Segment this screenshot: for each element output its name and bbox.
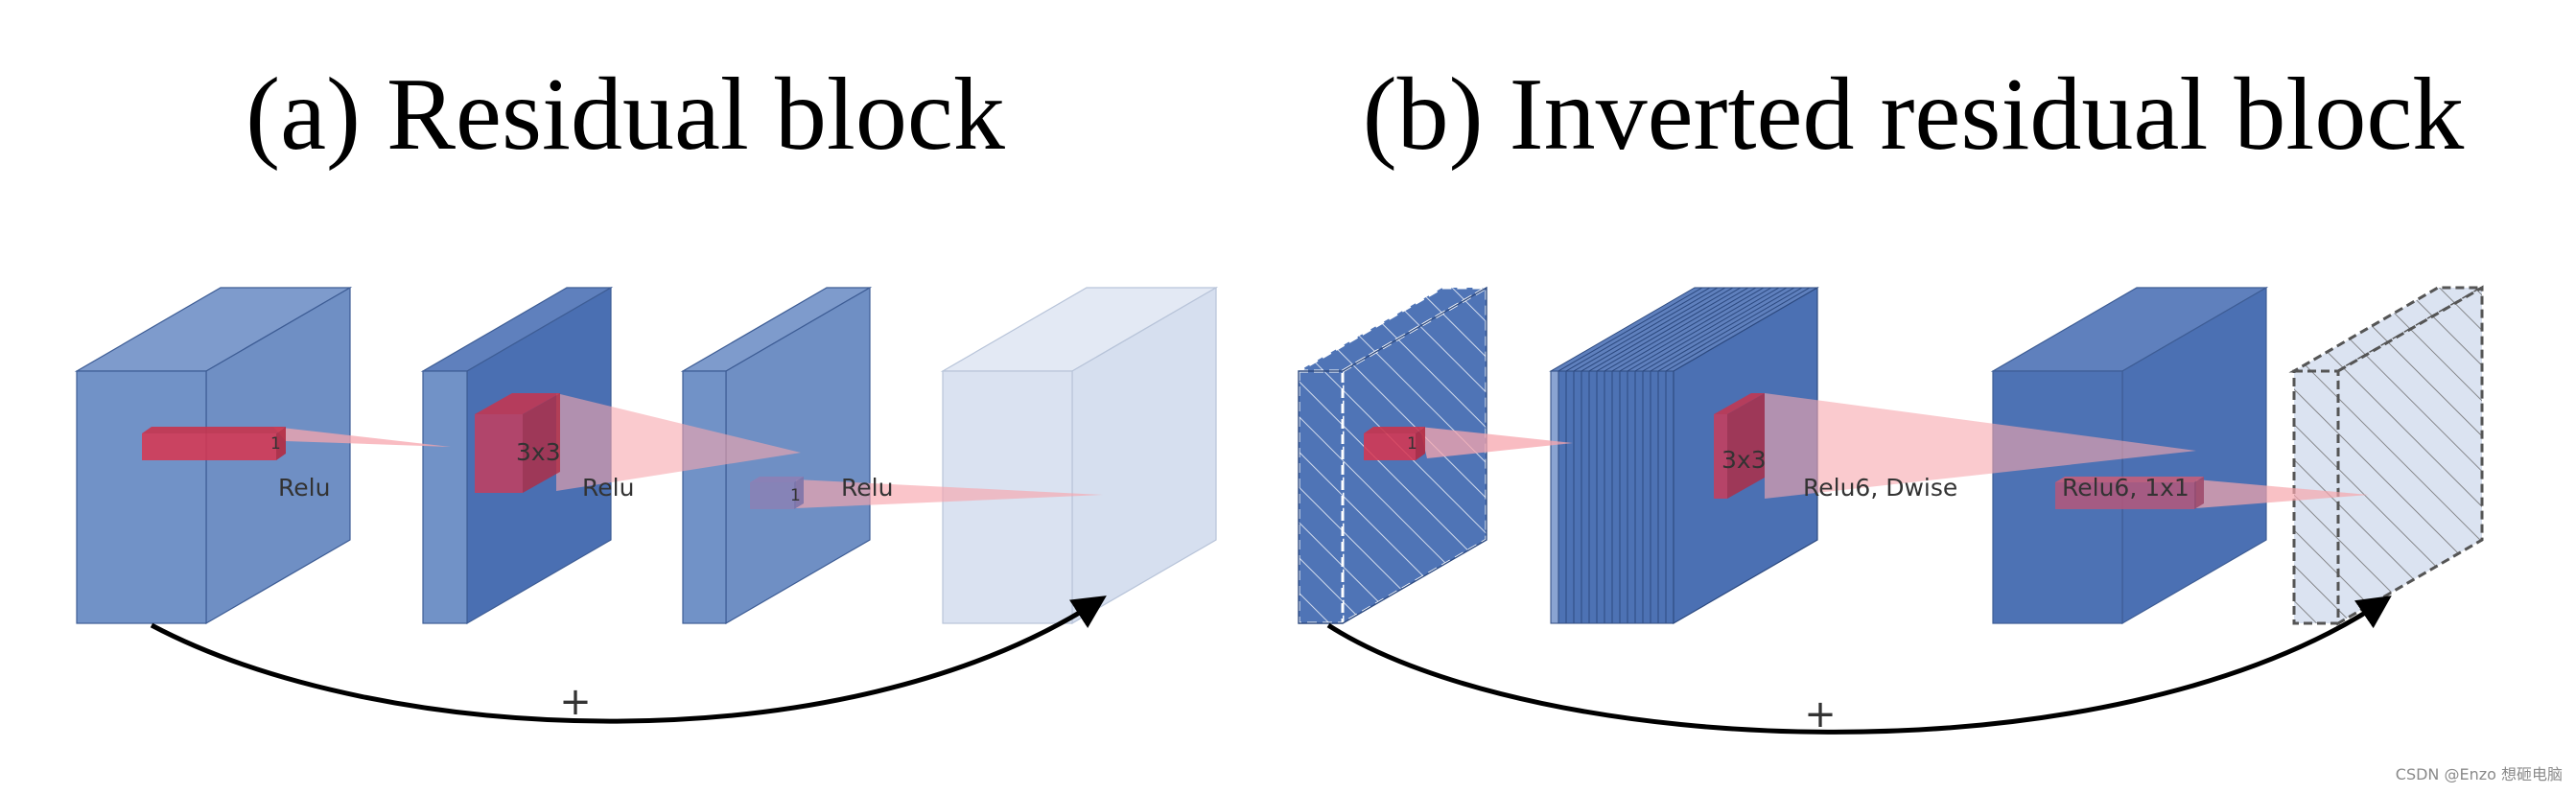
residual-activation-label-3: Relu bbox=[841, 474, 893, 502]
expanded-slice-front bbox=[1573, 370, 1582, 624]
expanded-slice-front bbox=[1650, 370, 1659, 624]
expanded-slice-front bbox=[1596, 370, 1605, 624]
residual-kernel-1x1-first bbox=[142, 427, 286, 460]
residual-skip-add-symbol: + bbox=[559, 680, 592, 724]
expanded-slice-front bbox=[1581, 370, 1590, 624]
residual-cone-1 bbox=[273, 427, 451, 447]
expanded-slice-front bbox=[1627, 370, 1636, 624]
residual-kernel-size-label-3x3: 3x3 bbox=[516, 438, 561, 466]
inverted-cone-3 bbox=[2196, 479, 2369, 508]
residual-kernel-size-label-1: 1 bbox=[270, 434, 281, 454]
inverted-activation-label-1x1: Relu6, 1x1 bbox=[2062, 474, 2190, 502]
residual-kernel-1x1-second bbox=[750, 477, 804, 509]
residual-activation-label-2: Relu bbox=[582, 474, 634, 502]
inverted-kernel-size-label-1: 1 bbox=[1407, 434, 1417, 454]
inverted-skip-add-symbol: + bbox=[1804, 692, 1837, 736]
residual-kernel-3x3 bbox=[475, 393, 560, 493]
residual-activation-label-1: Relu bbox=[278, 474, 330, 502]
inverted-kernel-3x3-depthwise bbox=[1714, 393, 1765, 499]
expanded-slice-front bbox=[1642, 370, 1651, 624]
residual-output-tensor bbox=[940, 286, 1219, 625]
inverted-expanded-tensor bbox=[1549, 286, 1819, 625]
expanded-slice-front bbox=[1557, 370, 1567, 624]
residual-bottleneck-tensor-2 bbox=[680, 286, 873, 625]
title-inverted-residual-block: (b) Inverted residual block bbox=[1363, 58, 2465, 172]
expanded-slice-front bbox=[1604, 370, 1613, 624]
inverted-output-tensor bbox=[2288, 285, 2488, 626]
inverted-kernel-1x1-expand bbox=[1364, 427, 1425, 460]
inverted-residual-block-diagram: 1 3x3 Relu6, Dwise Relu6, 1x1 + bbox=[1293, 285, 2488, 736]
residual-block-diagram: 1 3x3 1 Relu Relu Relu + bbox=[74, 286, 1219, 724]
expanded-slice-front bbox=[1550, 370, 1559, 624]
inverted-kernel-1x1-project bbox=[2055, 477, 2204, 509]
residual-cone-2 bbox=[556, 393, 801, 491]
residual-cone-3 bbox=[796, 479, 1103, 508]
inverted-activation-label-dwise: Relu6, Dwise bbox=[1803, 474, 1957, 502]
expanded-slice-front bbox=[1619, 370, 1628, 624]
inverted-kernel-size-label-3x3: 3x3 bbox=[1721, 446, 1767, 474]
residual-skip-connection-arrow bbox=[150, 596, 1107, 724]
inverted-cone-2 bbox=[1765, 393, 2196, 499]
residual-kernel-size-label-1b: 1 bbox=[790, 486, 801, 505]
watermark: CSDN @Enzo 想砸电脑 bbox=[2396, 765, 2563, 783]
title-residual-block: (a) Residual block bbox=[246, 58, 1005, 172]
expanded-slice-front bbox=[1665, 370, 1674, 624]
expanded-slice-front bbox=[1657, 370, 1667, 624]
inverted-skip-connection-arrow bbox=[1326, 596, 2392, 735]
expanded-slice-front bbox=[1588, 370, 1598, 624]
inverted-cone-1 bbox=[1419, 427, 1573, 458]
expanded-slice-front bbox=[1634, 370, 1644, 624]
expanded-slice-front bbox=[1565, 370, 1575, 624]
expanded-slice-front bbox=[1611, 370, 1621, 624]
